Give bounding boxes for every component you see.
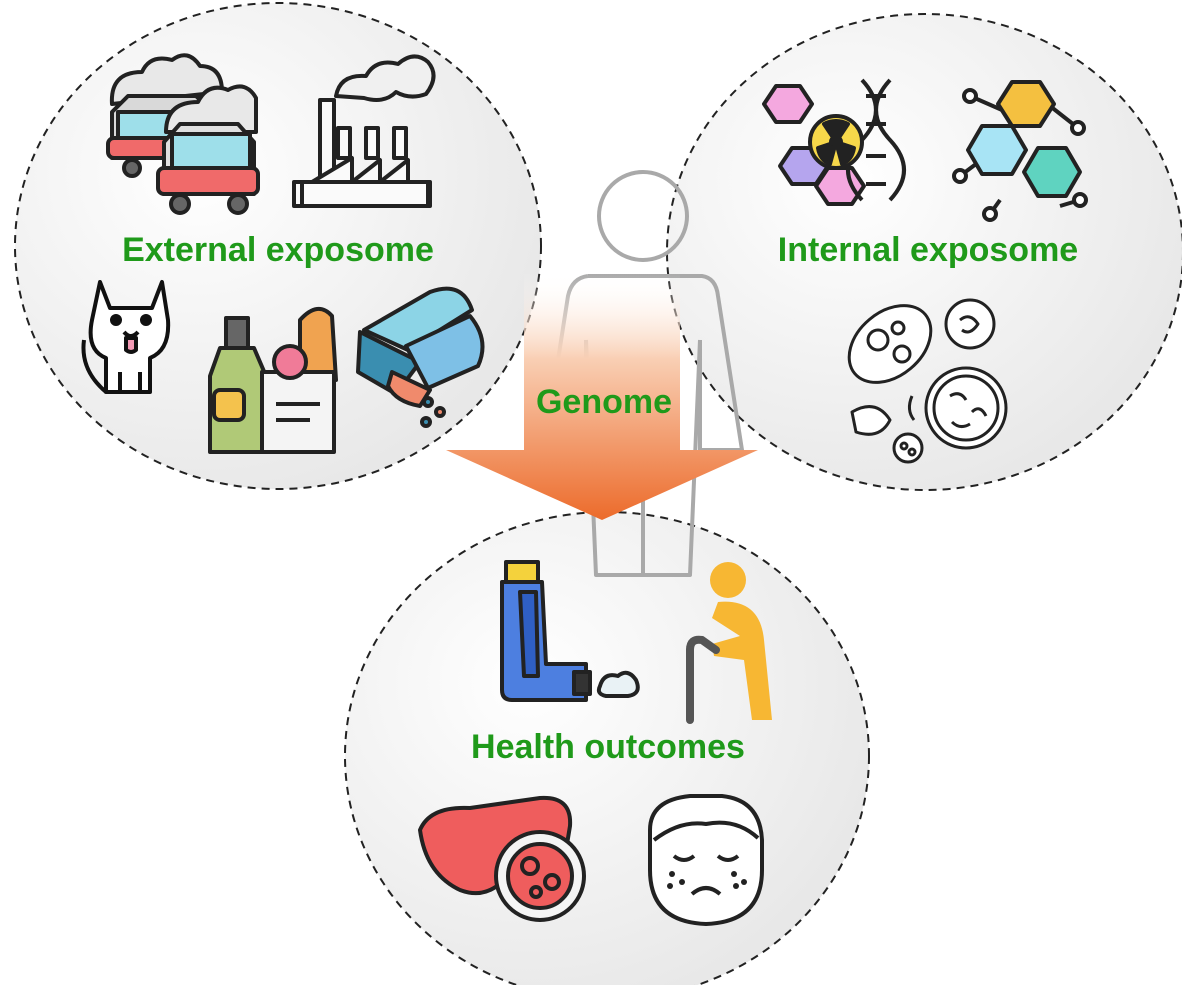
traffic-pollution-icon [106,53,260,215]
internal-exposome-label: Internal exposome [778,231,1078,269]
health-outcomes-label: Health outcomes [471,728,745,766]
elderly-person-icon [686,562,772,724]
genome-arrow [446,272,758,520]
genome-label: Genome [536,383,672,421]
inhaler-icon [500,560,640,702]
liver-disease-icon [418,795,586,922]
medication-icon [356,286,485,428]
molecule-icon [952,80,1088,222]
groceries-icon [208,307,338,454]
external-exposome-label: External exposome [122,231,434,269]
internal-exposome-circle [666,13,1182,491]
dna-radiation-icon [762,78,906,206]
microbes-icon [847,298,1008,464]
skin-condition-face-icon [648,794,764,926]
dog-icon [81,280,171,394]
factory-icon [292,54,436,208]
